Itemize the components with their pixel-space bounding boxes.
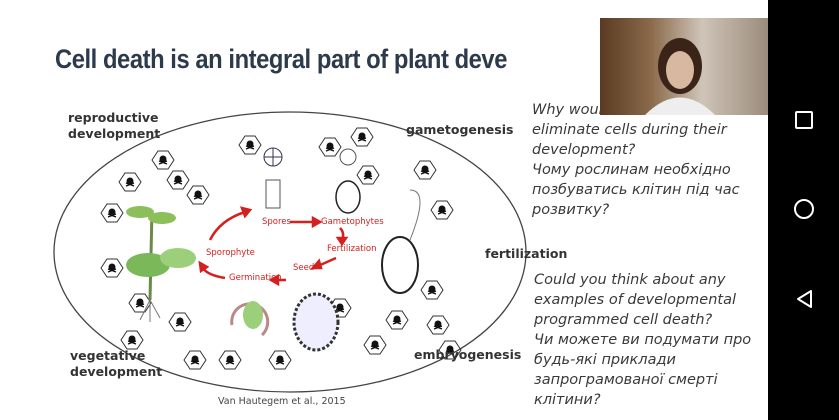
dead-cell-icon xyxy=(168,312,192,332)
dead-cell-icon xyxy=(118,172,142,192)
pollen-column-icon xyxy=(265,179,281,209)
dead-cell-icons xyxy=(100,127,462,370)
cycle-germination: Germination xyxy=(229,273,282,283)
participant-figure-icon xyxy=(645,38,715,115)
question-line: programmed cell death? xyxy=(534,312,713,328)
spore-tetrad-icon xyxy=(263,147,283,167)
label-vegetative-development: vegetative development xyxy=(70,348,163,379)
home-circle-icon xyxy=(794,199,814,219)
android-navigation-bar xyxy=(768,0,839,420)
question-line: development? xyxy=(532,142,636,158)
label-embryogenesis: embryogenesis xyxy=(414,347,522,362)
question-line: eliminate cells during their xyxy=(532,122,727,138)
question-1: Why woul eliminate cells during their de… xyxy=(532,100,740,220)
dead-cell-icon xyxy=(268,350,292,370)
label-reproductive-development: reproductive development xyxy=(68,110,161,141)
dead-cell-icon xyxy=(420,280,444,300)
question-line: будь-які приклади xyxy=(534,352,676,368)
dead-cell-icon xyxy=(413,160,437,180)
cycle-seed: Seed xyxy=(293,263,315,273)
recents-square-icon xyxy=(795,111,813,129)
dead-cell-icon xyxy=(350,127,374,147)
dead-cell-icon xyxy=(100,258,124,278)
seedling-icon xyxy=(230,301,270,337)
citation: Van Hautegem et al., 2015 xyxy=(218,396,346,407)
back-button[interactable] xyxy=(790,285,818,313)
label-fertilization: fertilization xyxy=(485,246,568,261)
dead-cell-icon xyxy=(430,200,454,220)
seed-icon xyxy=(292,292,340,352)
cycle-arrows xyxy=(198,206,349,287)
cycle-gametophytes: Gametophytes xyxy=(321,217,384,227)
dead-cell-icon xyxy=(438,340,462,360)
question-line: Чи можете ви подумати про xyxy=(534,332,752,348)
development-ellipse xyxy=(53,111,527,393)
dead-cell-icon xyxy=(238,135,262,155)
dead-cell-icon xyxy=(151,150,175,170)
plant-development-diagram xyxy=(53,111,527,393)
cycle-fertilization: Fertilization xyxy=(327,244,377,254)
slide-title: Cell death is an integral part of plant … xyxy=(55,44,507,74)
dead-cell-icon xyxy=(356,165,380,185)
plant-icon xyxy=(126,206,196,322)
dead-cell-icon xyxy=(426,315,450,335)
question-2: Could you think about any examples of de… xyxy=(534,270,751,410)
dead-cell-icon xyxy=(328,298,352,318)
dead-cell-icon xyxy=(318,137,342,157)
dead-cell-icon xyxy=(363,335,387,355)
cycle-spores: Spores xyxy=(262,217,291,227)
dead-cell-icon xyxy=(100,203,124,223)
recents-button[interactable] xyxy=(790,106,818,134)
embryo-sac-icon xyxy=(381,189,421,294)
question-line: позбуватись клітин під час xyxy=(532,182,740,198)
question-line: Чому рослинам необхідно xyxy=(532,162,731,178)
question-line: Why woul xyxy=(532,102,603,118)
dead-cell-icon xyxy=(218,350,242,370)
ovule-icon xyxy=(335,148,361,214)
participant-video-overlay[interactable] xyxy=(600,18,770,115)
question-line: розвитку? xyxy=(532,202,610,218)
back-triangle-icon xyxy=(797,290,812,308)
cycle-sporophyte: Sporophyte xyxy=(206,248,255,258)
home-button[interactable] xyxy=(790,195,818,223)
dead-cell-icon xyxy=(183,350,207,370)
question-line: запрограмованої смерті xyxy=(534,372,718,388)
question-line: клітини? xyxy=(534,392,601,408)
question-line: Could you think about any xyxy=(534,272,726,288)
dead-cell-icon xyxy=(186,185,210,205)
question-line: examples of developmental xyxy=(534,292,736,308)
label-gametogenesis: gametogenesis xyxy=(406,122,514,137)
dead-cell-icon xyxy=(166,170,190,190)
dead-cell-icon xyxy=(385,310,409,330)
dead-cell-icon xyxy=(120,330,144,350)
dead-cell-icon xyxy=(128,293,152,313)
